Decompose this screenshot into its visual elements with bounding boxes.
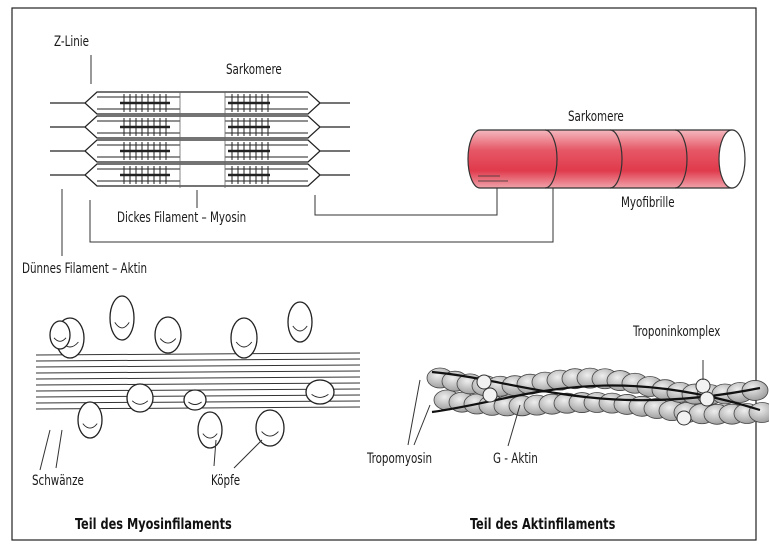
thin-filament-line bbox=[50, 164, 350, 175]
label-sarkomere-right: Sarkomere bbox=[568, 110, 624, 124]
myosin-head bbox=[184, 390, 206, 410]
label-myofibrille: Myofibrille bbox=[621, 196, 675, 210]
label-duennes-filament: Dünnes Filament – Aktin bbox=[22, 262, 147, 276]
sarcomere-schematic bbox=[50, 92, 350, 188]
myosin-tail-strand bbox=[36, 371, 360, 373]
troponin-ball bbox=[700, 392, 714, 406]
label-z-linie: Z-Linie bbox=[54, 35, 89, 49]
thin-filament-line bbox=[85, 151, 320, 162]
thin-filament-line bbox=[50, 92, 350, 103]
troponin-ball bbox=[677, 411, 691, 425]
myosin-head bbox=[231, 318, 257, 358]
label-g-aktin: G - Aktin bbox=[493, 452, 538, 466]
troponin-ball bbox=[483, 388, 497, 402]
myosin-head bbox=[50, 321, 70, 349]
thin-filament-line bbox=[50, 116, 350, 127]
actin-filament bbox=[427, 368, 769, 425]
myosin-head bbox=[110, 296, 134, 340]
myosin-head bbox=[306, 380, 334, 404]
myosin-filament bbox=[36, 296, 360, 448]
myosin-tail-strand bbox=[36, 359, 360, 361]
myosin-tail-strand bbox=[36, 353, 360, 355]
myosin-head bbox=[155, 317, 181, 353]
myosin-head bbox=[127, 384, 153, 412]
thin-filament-line bbox=[85, 175, 320, 186]
thin-filament-line bbox=[50, 140, 350, 151]
myosin-tail-strand bbox=[36, 377, 360, 379]
troponin-ball bbox=[696, 379, 710, 393]
thin-filament-line bbox=[85, 103, 320, 114]
myosin-tail-strand bbox=[36, 365, 360, 367]
caption-myosin: Teil des Myosinfilaments bbox=[75, 517, 232, 532]
leader-line-schwaenze bbox=[40, 430, 62, 470]
myosin-head bbox=[256, 410, 284, 446]
label-schwaenze: Schwänze bbox=[32, 474, 84, 488]
label-dickes-filament: Dickes Filament – Myosin bbox=[117, 211, 246, 225]
caption-aktin: Teil des Aktinfilaments bbox=[470, 517, 615, 532]
troponin-ball bbox=[477, 375, 491, 389]
myosin-head bbox=[78, 402, 102, 438]
leader-line-koepfe bbox=[214, 440, 262, 468]
thin-filament-line bbox=[85, 127, 320, 138]
myosin-head bbox=[288, 302, 312, 342]
label-koepfe: Köpfe bbox=[211, 474, 240, 488]
myofibril-cylinder bbox=[468, 130, 745, 188]
label-tropomyosin: Tropomyosin bbox=[367, 452, 432, 466]
myosin-head bbox=[198, 412, 222, 448]
label-troponinkomplex: Troponinkomplex bbox=[633, 325, 720, 339]
label-sarkomere-top: Sarkomere bbox=[226, 63, 282, 77]
leader-line-tropomyosin bbox=[408, 380, 430, 445]
